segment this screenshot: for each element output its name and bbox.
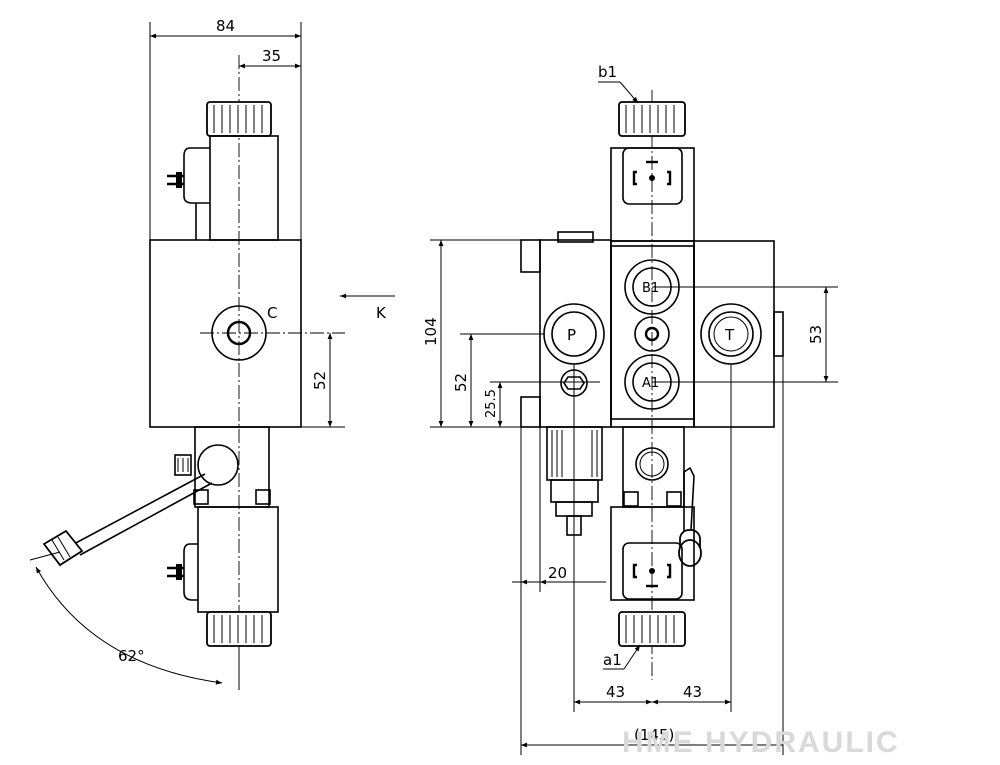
svg-text:K: K [376, 304, 387, 322]
sol-b1-label: b1 [598, 63, 617, 81]
lever-pivot [197, 444, 239, 486]
solenoid-a1-body [610, 506, 695, 601]
lower-spool-body [622, 426, 685, 508]
port-t-inner [708, 311, 754, 357]
port-p-inner [551, 311, 597, 357]
dim-62-deg: 62° [29, 551, 240, 690]
dim-35: 35 [239, 47, 301, 69]
bottom-coil-nut [206, 611, 272, 647]
svg-text:52: 52 [452, 373, 470, 392]
solenoid-a1-plug [622, 542, 683, 600]
dim-84: 84 [149, 17, 302, 240]
top-coil-nut [206, 101, 272, 137]
svg-text:43: 43 [683, 683, 702, 701]
svg-text:35: 35 [262, 47, 281, 65]
center-port-inner [644, 326, 660, 342]
bottom-connector [183, 543, 198, 601]
port-p-label: P [567, 326, 576, 344]
bottom-coil-nut-front [618, 611, 686, 647]
dim-104: 104 [422, 239, 540, 428]
left-plug-bottom [520, 396, 541, 428]
svg-text:53: 53 [807, 325, 825, 344]
svg-text:52: 52 [311, 371, 329, 390]
svg-text:(145): (145) [634, 726, 674, 744]
sol-a1-label: a1 [603, 651, 622, 669]
port-t-label: T [724, 326, 735, 344]
dim-20: 20 [512, 427, 606, 755]
svg-text:84: 84 [216, 17, 235, 35]
top-coil-nut-front [618, 101, 686, 137]
dim-53: 53 [652, 286, 838, 383]
top-coil-body [209, 135, 279, 241]
watermark: HME HYDRAULIC [622, 726, 900, 759]
svg-text:25.5: 25.5 [484, 389, 499, 418]
svg-text:104: 104 [422, 317, 440, 346]
svg-text:20: 20 [548, 564, 567, 582]
dim-43-43: 43 43 [573, 364, 732, 712]
bottom-coil-body [197, 506, 279, 613]
lower-body [194, 426, 270, 508]
port-a1-label: A1 [642, 376, 659, 391]
dim-52-right: 52 [452, 333, 545, 427]
hand-lever [42, 473, 213, 567]
center-port-outer [634, 316, 670, 352]
hand-lever-front [678, 466, 702, 567]
svg-text:43: 43 [606, 683, 625, 701]
section-block [610, 240, 695, 428]
side-main-block [149, 239, 302, 428]
dim-145: (145) [521, 356, 784, 755]
front-view: b1 P B1 A1 T [422, 63, 900, 759]
dim-25-5: 25.5 [484, 381, 600, 427]
port-c-label: C [267, 304, 277, 322]
view-k-arrow: K [340, 293, 395, 322]
left-plug-top [520, 239, 541, 273]
svg-text:62°: 62° [118, 647, 145, 665]
side-view: C [29, 17, 395, 690]
dim-52-left: 52 [301, 333, 345, 428]
lower-plug [635, 447, 669, 481]
top-connector [183, 147, 210, 204]
solenoid-b1-plug [622, 147, 683, 205]
port-b1-label: B1 [642, 281, 659, 296]
